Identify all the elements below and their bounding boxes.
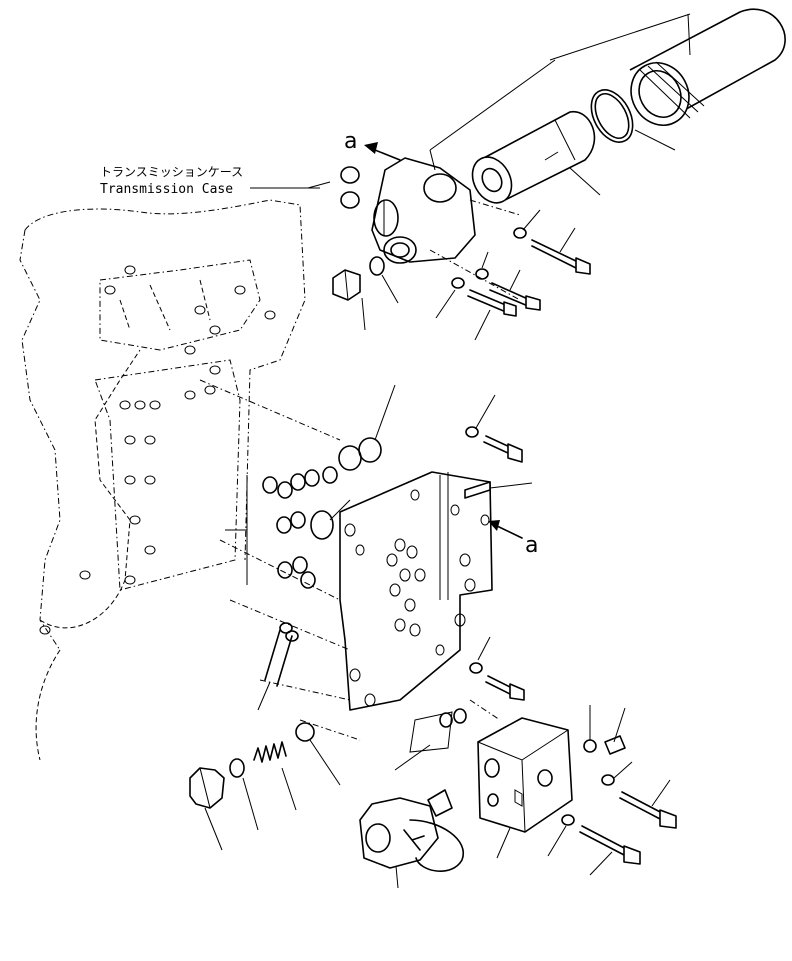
cylinder-tube <box>629 8 786 126</box>
lower-valve-block <box>477 717 573 833</box>
valve-ports <box>344 489 490 707</box>
view-arrow-top: a <box>344 129 401 161</box>
leader-lines <box>204 13 691 889</box>
alignment-lines <box>199 199 521 741</box>
spring-pin <box>264 622 299 687</box>
transmission-case-label: トランスミッションケース Transmission Case <box>100 165 320 197</box>
transmission-case-label-en: Transmission Case <box>100 182 233 197</box>
spring <box>253 741 287 763</box>
name-plate <box>464 481 491 499</box>
o-ring-set <box>225 437 382 589</box>
solenoid-valve <box>359 789 465 872</box>
o-ring-small-top <box>369 256 385 276</box>
bolt-right-upper <box>619 791 677 829</box>
spool-piston <box>471 111 596 204</box>
valve-cover <box>371 157 476 264</box>
washer-right-lower <box>561 814 575 826</box>
view-arrow-right: a <box>488 520 538 558</box>
bolt-valve-lower <box>469 662 525 701</box>
gasket-pair-lower <box>409 708 467 753</box>
plug-bottom <box>189 767 225 809</box>
washer-right-upper <box>601 774 615 786</box>
o-ring-bottom <box>229 758 245 778</box>
o-ring-large <box>590 89 634 143</box>
transmission-case <box>19 199 306 761</box>
view-marker-top: a <box>344 129 357 154</box>
bolt-valve-upper <box>465 426 523 463</box>
ball-small <box>583 739 597 753</box>
control-valve-body <box>339 471 493 711</box>
view-marker-right: a <box>525 533 538 558</box>
plug-top-left <box>332 269 361 301</box>
seal-rings-pair <box>340 166 360 209</box>
bolt-mid-top <box>467 282 541 317</box>
transmission-case-label-jp: トランスミッションケース <box>100 165 243 179</box>
check-ball <box>295 722 315 742</box>
bolt-long-top <box>531 239 591 275</box>
case-bolt-holes <box>39 265 276 635</box>
bolt-right-lower <box>579 825 641 865</box>
